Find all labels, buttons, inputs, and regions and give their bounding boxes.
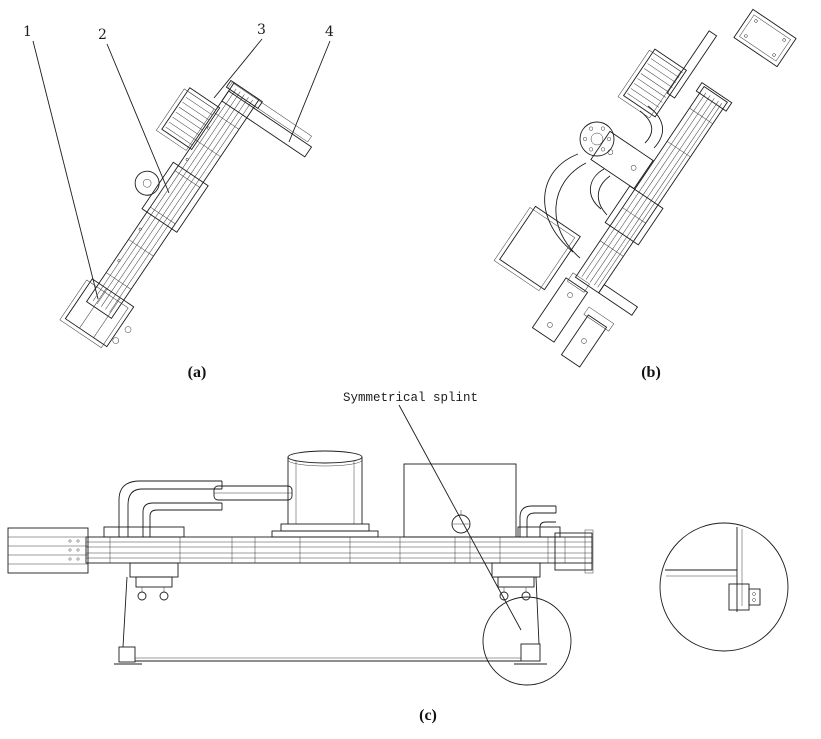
end-cap [695,82,733,112]
part-label-3: 3 [257,22,266,38]
flange-disc [579,121,615,157]
leader-line-4 [288,40,331,143]
rail-assembly [574,30,733,316]
right-end-block [554,529,594,574]
part-label-4: 4 [325,24,334,40]
leader-line-2 [106,43,170,194]
right-carriage [491,562,541,601]
bracket-plate-1 [531,272,590,343]
panel-c: Symmetrical splint [7,391,789,724]
counterweight-box [493,205,581,292]
bracket-plate-2 [560,306,615,368]
panel-b: (b) [493,8,797,381]
left-carriage [129,562,179,601]
right-leg [514,576,547,665]
right-plate [517,526,561,538]
pulley-disc [134,170,160,196]
heat-sink-box [617,48,688,119]
main-beam [85,536,593,564]
cross-tube [213,485,293,501]
caption-a: (a) [188,364,207,381]
left-end-box [7,527,89,574]
center-column [271,450,379,538]
motor-box [155,87,221,151]
mount-plate [590,130,654,190]
end-block [59,278,135,349]
cover-strip [666,30,718,99]
leader-line-1 [32,40,99,300]
end-cap [225,79,264,110]
part-label-1: 1 [23,24,32,40]
control-box [403,463,517,538]
carriage [141,161,209,233]
panel-a-assembly [59,79,313,349]
side-plate [221,90,313,158]
leader-line-3 [213,38,263,99]
carriage [604,185,664,246]
caption-c: (c) [419,707,437,724]
part-label-2: 2 [98,27,107,43]
left-leg [114,576,142,665]
u-pipes [544,105,663,259]
left-pipes [118,480,223,537]
panel-a-leader-lines [32,38,331,300]
lower-bracket [598,283,639,316]
annotation-leader-line [398,404,522,631]
annotation-symmetrical-splint: Symmetrical splint [343,391,478,405]
right-pipes [519,505,557,537]
top-mount-plate [733,8,797,68]
caption-b: (b) [641,364,661,381]
panel-a: 1 2 3 4 [23,22,334,381]
left-plate [103,526,185,538]
detail-marker-circle [482,596,572,686]
detail-view [659,522,789,652]
